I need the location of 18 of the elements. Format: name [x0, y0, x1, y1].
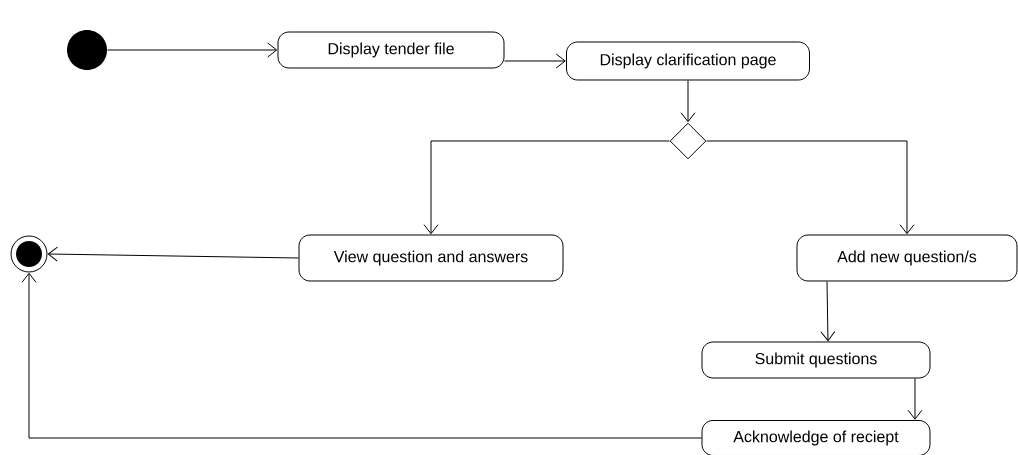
activity-box: Submit questions: [701, 341, 931, 379]
activity-box: Add new question/s: [796, 234, 1018, 282]
arrow: [21, 272, 702, 439]
arrow: [47, 246, 299, 262]
activity-box: Display tender file: [277, 31, 505, 69]
arrow: [423, 140, 670, 235]
activity-box: Acknowledge of reciept: [701, 420, 931, 455]
arrow: [680, 80, 696, 123]
arrow: [907, 378, 923, 420]
activity-box: View question and answers: [298, 234, 564, 282]
initial-node: [67, 30, 107, 70]
arrow: [706, 140, 915, 235]
arrow: [504, 53, 566, 69]
activity-box: Display clarification page: [566, 41, 810, 81]
arrow: [820, 281, 836, 342]
final-node: [10, 235, 48, 273]
decision-diamond: [669, 122, 707, 160]
arrow: [107, 42, 278, 58]
